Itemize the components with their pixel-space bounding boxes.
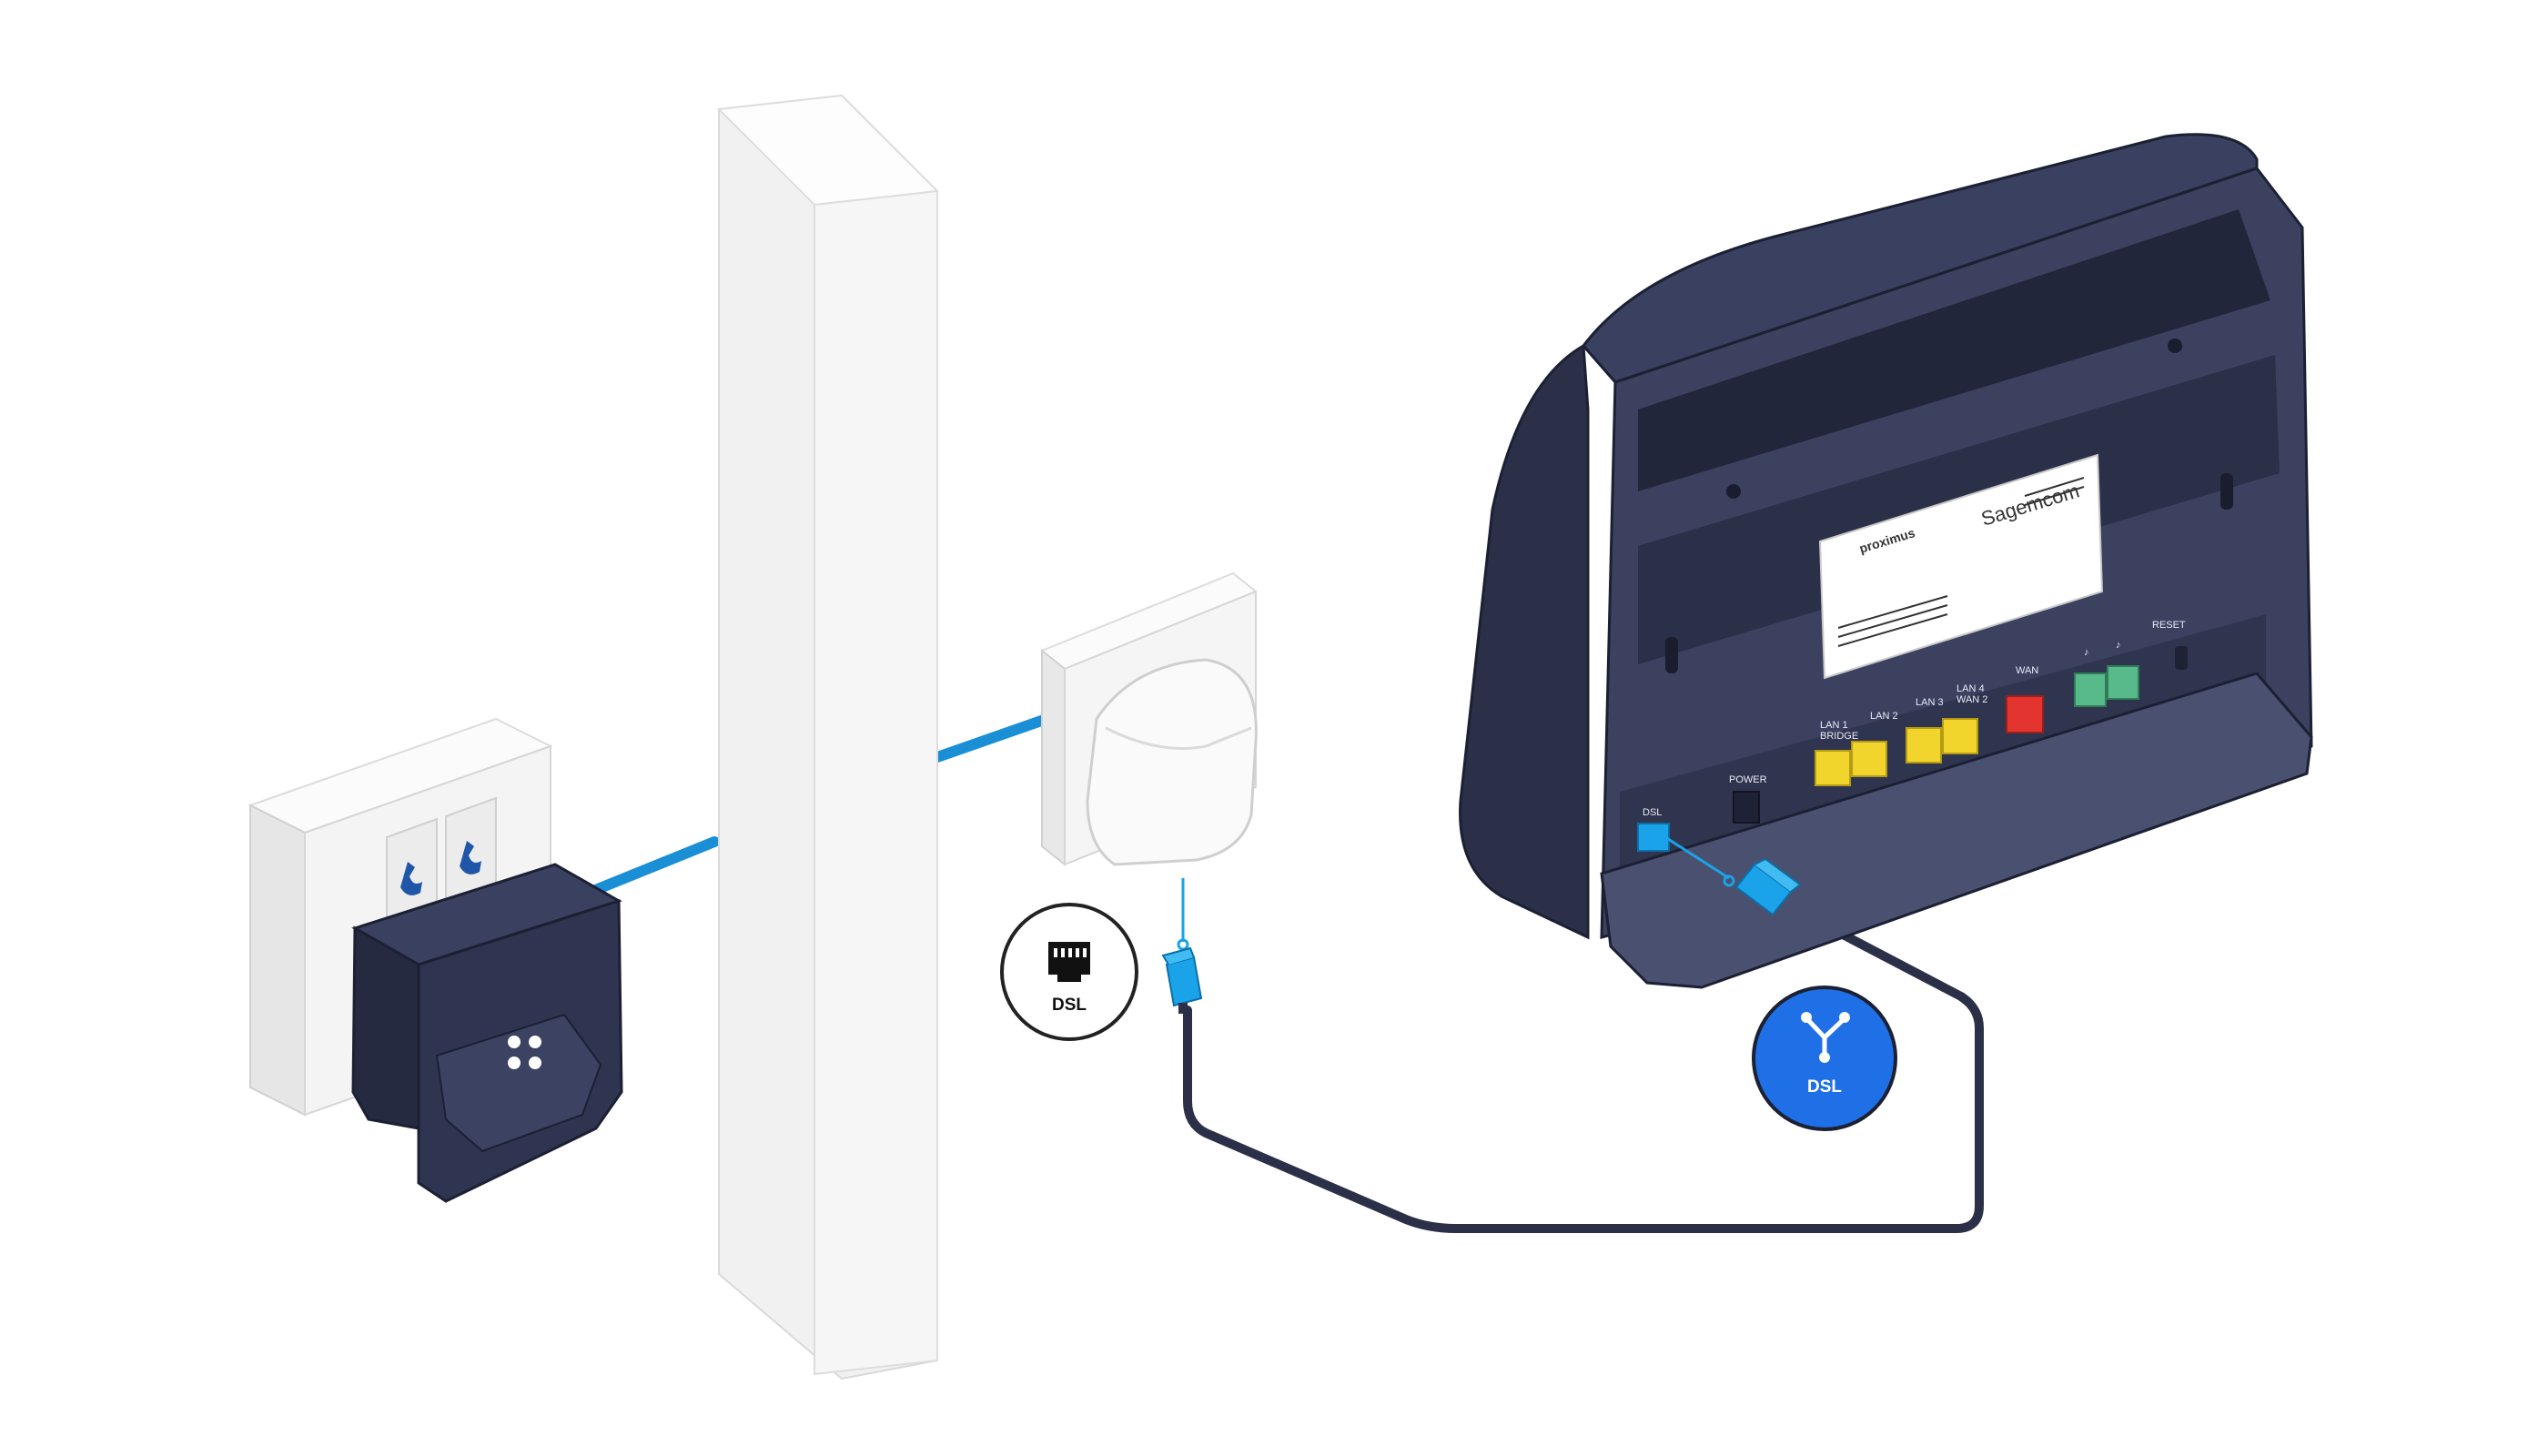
reset-button xyxy=(2175,646,2188,670)
rj11-plug-router xyxy=(1664,835,1802,916)
dsl-cable xyxy=(1183,892,1984,1233)
power-port xyxy=(1733,791,1760,824)
phone-icon xyxy=(400,862,422,895)
rj45-port-icon xyxy=(1048,942,1090,982)
dsl-port-badge-label: DSL xyxy=(1807,1077,1842,1097)
proximus-logo-icon xyxy=(508,1036,541,1069)
rj11-plug-wall xyxy=(1161,946,1203,1014)
power-port-label: POWER xyxy=(1729,774,1767,785)
router-label-sticker: proximus Sagemcom xyxy=(1818,453,2104,680)
lan3-port xyxy=(1906,727,1942,763)
dsl-filter xyxy=(351,863,623,1203)
dsl-wall-outlet xyxy=(1040,571,1258,951)
phone-port-1-symbol: ♪ xyxy=(2084,647,2089,658)
phone-port-2 xyxy=(2107,665,2139,700)
lan3-label: LAN 3 xyxy=(1916,697,1944,708)
phone-port-2-symbol: ♪ xyxy=(2116,640,2121,651)
router: proximus Sagemcom DSL POWER LAN 1 BRIDGE… xyxy=(1459,133,2313,989)
wan-label: WAN xyxy=(2016,665,2038,676)
wall xyxy=(716,94,940,1380)
reset-label: RESET xyxy=(2152,620,2186,631)
lan4-sub-label: WAN 2 xyxy=(1956,694,1987,705)
router-stand xyxy=(1600,672,2313,989)
lan2-label: LAN 2 xyxy=(1870,711,1898,722)
lan4-port xyxy=(1942,718,1978,754)
phone-icon xyxy=(460,841,481,875)
dsl-socket-badge-label: DSL xyxy=(1052,996,1087,1015)
lan4-label: LAN 4 xyxy=(1956,683,1985,694)
phone-port-1 xyxy=(2074,672,2107,707)
lan1-sub-label: BRIDGE xyxy=(1820,731,1858,742)
wan-port xyxy=(2006,695,2044,733)
dsl-port xyxy=(1637,823,1670,852)
dsl-socket-badge: DSL xyxy=(1000,903,1138,1041)
dsl-port-badge: DSL xyxy=(1752,986,1897,1131)
lan2-port xyxy=(1851,741,1887,777)
lan1-label: LAN 1 xyxy=(1820,720,1848,731)
lan1-port xyxy=(1815,750,1851,786)
dsl-port-label: DSL xyxy=(1643,807,1662,818)
